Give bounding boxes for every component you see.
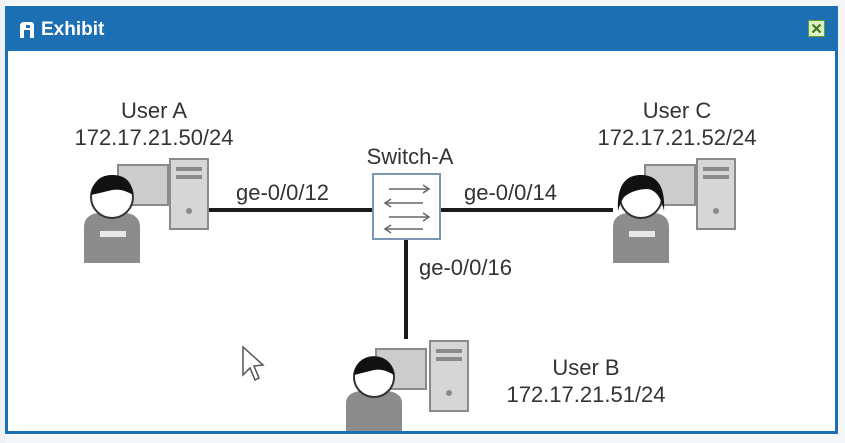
title-bar[interactable]: Exhibit <box>8 9 835 51</box>
close-icon <box>811 23 822 34</box>
window-title: Exhibit <box>41 19 105 40</box>
exhibit-icon <box>20 22 34 38</box>
user-b-workstation-icon <box>346 340 469 431</box>
switch-name: Switch-A <box>366 144 454 169</box>
port-user-c: ge-0/0/14 <box>464 180 557 205</box>
user-c-workstation-icon <box>613 158 736 263</box>
background-window-edge <box>0 0 5 443</box>
port-user-a: ge-0/0/12 <box>236 180 329 205</box>
exhibit-window: Exhibit <box>5 6 838 434</box>
close-button[interactable] <box>808 20 825 37</box>
user-c-name: User C <box>642 98 712 123</box>
user-c-ip: 172.17.21.52/24 <box>597 125 757 150</box>
user-b-ip: 172.17.21.51/24 <box>506 382 666 407</box>
switch-icon <box>372 173 441 240</box>
user-a-workstation-icon <box>84 158 209 263</box>
network-diagram: User A 172.17.21.50/24 User C 172.17.21.… <box>8 51 835 431</box>
user-a-name: User A <box>120 98 188 123</box>
user-a-ip: 172.17.21.50/24 <box>74 125 234 150</box>
port-user-b: ge-0/0/16 <box>419 255 512 280</box>
mouse-cursor-icon <box>242 345 265 382</box>
user-b-name: User B <box>552 355 620 380</box>
